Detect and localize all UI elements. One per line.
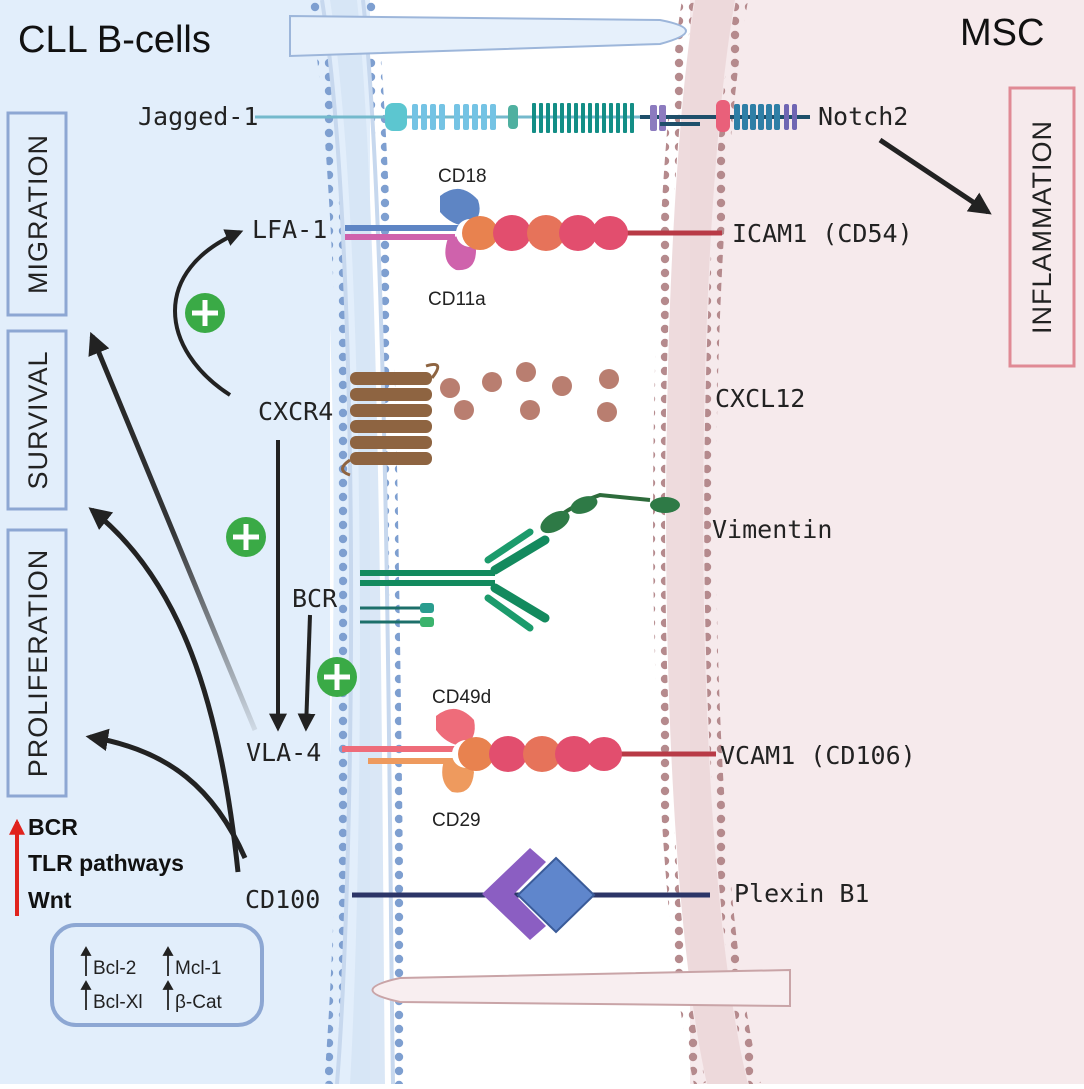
cd100-to-proliferation-arrow <box>85 728 248 860</box>
signaling-arrows <box>85 137 992 873</box>
gene-bcat: β-Cat <box>175 992 223 1013</box>
lfa1-label: LFA-1 <box>252 215 327 244</box>
bcr-antibody <box>360 528 550 632</box>
lfa1-icam1-complex <box>345 188 722 271</box>
pathway-bcr: BCR <box>28 814 78 840</box>
pathway-wnt: Wnt <box>28 887 72 913</box>
cxcr4-label: CXCR4 <box>258 397 333 426</box>
icam1-label: ICAM1 (CD54) <box>732 219 913 248</box>
gene-expression-box: Bcl-2 Mcl-1 Bcl-Xl β-Cat <box>50 923 264 1027</box>
vcam1-label: VCAM1 (CD106) <box>720 741 916 770</box>
top-cell-projection <box>289 14 687 58</box>
cxcr4-to-lfa1-arrow <box>173 229 244 397</box>
plexinb1-label: Plexin B1 <box>734 879 869 908</box>
plus-icon <box>226 517 266 557</box>
proliferation-label: PROLIFERATION <box>23 549 53 778</box>
survival-box: SURVIVAL <box>6 329 68 511</box>
cxcl12-label: CXCL12 <box>715 384 805 413</box>
notch-to-inflammation-arrow <box>878 137 992 215</box>
bcr-label: BCR <box>292 584 338 613</box>
notch2-label: Notch2 <box>818 102 908 131</box>
right-cell-title: MSC <box>960 12 1044 54</box>
proliferation-box: PROLIFERATION <box>6 528 68 798</box>
migration-box: MIGRATION <box>6 111 68 317</box>
left-cell-title: CLL B-cells <box>18 19 211 61</box>
gene-bclxl: Bcl-Xl <box>93 992 143 1013</box>
survival-label: SURVIVAL <box>23 350 53 489</box>
vla4-to-migration-arrow <box>88 331 258 731</box>
bottom-cell-projection <box>371 968 791 1008</box>
pathway-tlr: TLR pathways <box>28 850 184 876</box>
jagged-notch-complex <box>255 100 810 133</box>
plus-icon <box>317 657 357 697</box>
inflammation-label: INFLAMMATION <box>1027 120 1057 334</box>
cxcr4-receptor <box>341 363 440 477</box>
bcr-to-vla4-arrow <box>297 614 316 732</box>
cd49d-label: CD49d <box>432 687 491 708</box>
cd100-to-survival-arrow <box>88 507 241 873</box>
cxcl12-chemokines <box>440 362 619 422</box>
left-cell-membrane <box>309 0 406 1085</box>
vla4-vcam1-complex <box>342 708 716 793</box>
cd11a-label: CD11a <box>428 289 486 310</box>
migration-label: MIGRATION <box>23 134 53 294</box>
plus-icon <box>185 293 225 333</box>
inflammation-box: INFLAMMATION <box>1008 86 1076 368</box>
cd100-plexinb1-complex <box>352 848 710 940</box>
vla4-label: VLA-4 <box>246 738 321 767</box>
gene-bcl2: Bcl-2 <box>93 958 136 979</box>
jagged1-label: Jagged-1 <box>138 102 258 131</box>
cd100-label: CD100 <box>245 885 320 914</box>
vimentin-label: Vimentin <box>712 515 832 544</box>
cd29-label: CD29 <box>432 810 481 831</box>
gene-mcl1: Mcl-1 <box>175 958 221 979</box>
cd18-label: CD18 <box>438 166 487 187</box>
vimentin-filament <box>540 492 680 534</box>
